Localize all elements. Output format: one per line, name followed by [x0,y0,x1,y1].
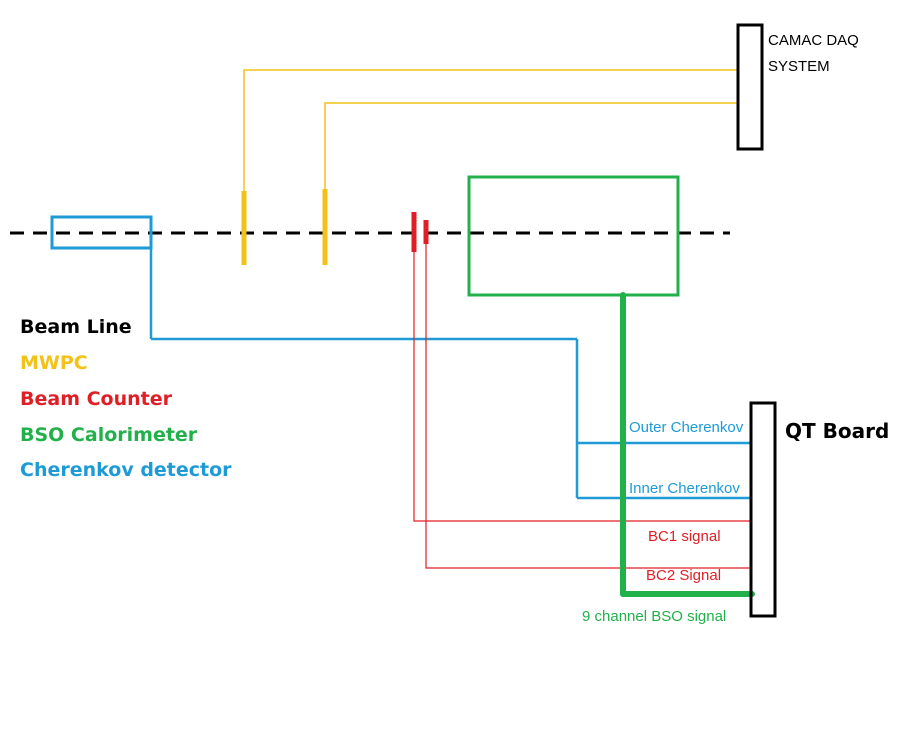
camac-label-line1: CAMAC DAQ [768,32,859,49]
bc2-signal-label: BC2 Signal [646,567,721,584]
legend-bso-calorimeter: BSO Calorimeter [20,424,198,446]
cherenkov-detector-box [50,215,153,250]
inner-cherenkov-label: Inner Cherenkov [629,480,740,497]
outer-cherenkov-label: Outer Cherenkov [629,419,744,436]
legend-mwpc: MWPC [20,352,88,374]
legend-cherenkov-detector: Cherenkov detector [20,459,232,481]
bso-cable [620,292,755,597]
beam-counter-cables [413,244,750,569]
bc1-signal-label: BC1 signal [648,528,721,545]
qt-board-label: QT Board [785,419,889,443]
cherenkov-cables [149,233,752,500]
bso-calorimeter-box [467,175,680,297]
legend-beam-line: Beam Line [20,316,132,338]
mwpc-cables [243,69,738,191]
legend: Beam Line MWPC Beam Counter BSO Calorime… [20,316,232,481]
qt-board-box [749,401,777,618]
bso-signal-label: 9 channel BSO signal [582,608,726,625]
camac-label-line2: SYSTEM [768,58,830,75]
camac-daq-box [736,23,764,151]
legend-beam-counter: Beam Counter [20,388,173,410]
